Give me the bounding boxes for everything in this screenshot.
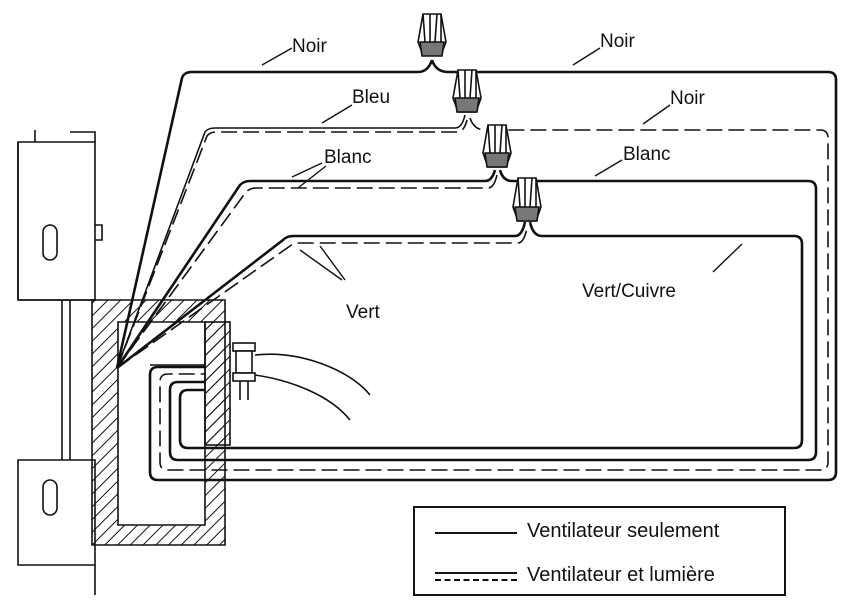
label-blanc-left: Blanc: [324, 147, 372, 168]
wire-vert-solid: [116, 221, 804, 450]
wire-nut-4: [512, 177, 542, 222]
mounting-bracket: [17, 130, 103, 595]
leader-lines: [261, 47, 743, 281]
wire-nut-1: [417, 13, 447, 57]
wire-vert-dashed: [116, 227, 528, 369]
ground-clamp: [232, 342, 371, 421]
label-noir-top-right: Noir: [600, 31, 636, 52]
label-blanc-right: Blanc: [623, 144, 671, 165]
label-noir-right: Noir: [670, 88, 706, 109]
wire-noir-solid: [115, 59, 838, 482]
legend-dashed-line: [435, 579, 517, 581]
wire-nut-2: [452, 69, 482, 113]
legend: Ventilateur seulement Ventilateur et lum…: [413, 506, 786, 596]
electrical-box: [91, 299, 231, 546]
legend-row-solid: Ventilateur seulement: [415, 518, 784, 548]
label-bleu: Bleu: [352, 87, 390, 108]
wire-blanc-dashed: [116, 174, 498, 369]
wire-blanc-solid: [115, 169, 818, 462]
label-noir-left: Noir: [292, 36, 328, 57]
legend-solid-label: Ventilateur seulement: [527, 520, 720, 542]
label-vert: Vert: [346, 302, 381, 323]
legend-dashed-line-solid-part: [435, 572, 517, 574]
wire-nut-3: [482, 124, 512, 168]
legend-dashed-label: Ventilateur et lumière: [527, 564, 715, 586]
legend-solid-line: [435, 532, 517, 534]
label-vert-cuivre: Vert/Cuivre: [582, 281, 676, 302]
wire-bleu-dashed: [116, 114, 468, 369]
legend-row-dashed: Ventilateur et lumière: [415, 562, 784, 592]
